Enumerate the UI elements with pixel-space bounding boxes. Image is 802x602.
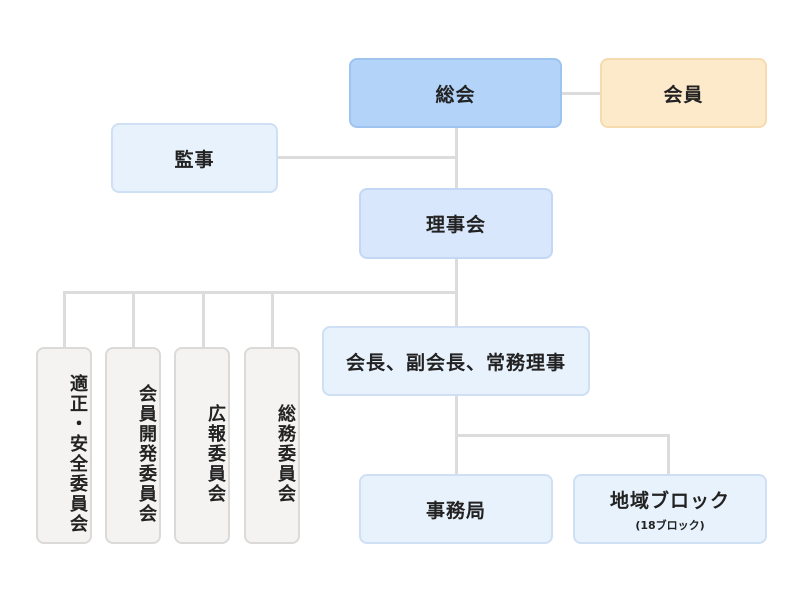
connector-chiiki bbox=[667, 434, 670, 475]
node-committee-label: 総務委員会 bbox=[275, 403, 296, 504]
node-committee-kouhou: 広報委員会 bbox=[174, 347, 230, 544]
node-jimukyoku-label: 事務局 bbox=[425, 499, 486, 522]
node-rijikai: 理事会 bbox=[359, 188, 553, 259]
node-committee-kaiin-kaihatsu: 会員開発委員会 bbox=[105, 347, 161, 544]
node-committee-label: 会員開発委員会 bbox=[136, 383, 157, 524]
connector-soukai-kaiin bbox=[560, 92, 602, 95]
connector-committee-2 bbox=[132, 291, 135, 349]
connector-committee-3 bbox=[202, 291, 205, 349]
node-kanji-label: 監事 bbox=[174, 148, 215, 171]
connector-branch-horizontal bbox=[455, 434, 670, 437]
node-committee-label: 適正・安全委員会 bbox=[67, 373, 88, 534]
connector-committee-4 bbox=[271, 291, 274, 349]
node-chiiki-block: 地域ブロック (18ブロック) bbox=[573, 474, 767, 544]
node-jimukyoku: 事務局 bbox=[359, 474, 553, 544]
node-executives: 会長、副会長、常務理事 bbox=[322, 326, 590, 396]
node-chiiki-block-sublabel: (18ブロック) bbox=[635, 518, 705, 532]
node-soukai: 総会 bbox=[349, 58, 562, 128]
connector-kanji bbox=[277, 156, 457, 159]
node-kaiin: 会員 bbox=[600, 58, 767, 128]
connector-committees-horizontal bbox=[63, 291, 458, 294]
connector-committee-1 bbox=[63, 291, 66, 349]
node-soukai-label: 総会 bbox=[435, 83, 476, 106]
node-rijikai-label: 理事会 bbox=[425, 214, 486, 236]
node-chiiki-block-label: 地域ブロック bbox=[609, 489, 730, 512]
node-committee-tekisei-anzen: 適正・安全委員会 bbox=[36, 347, 92, 544]
node-kanji: 監事 bbox=[111, 123, 278, 193]
node-executives-label: 会長、副会長、常務理事 bbox=[345, 351, 566, 374]
node-committee-label: 広報委員会 bbox=[205, 403, 226, 504]
node-kaiin-label: 会員 bbox=[663, 83, 704, 106]
node-committee-soumu: 総務委員会 bbox=[244, 347, 300, 544]
